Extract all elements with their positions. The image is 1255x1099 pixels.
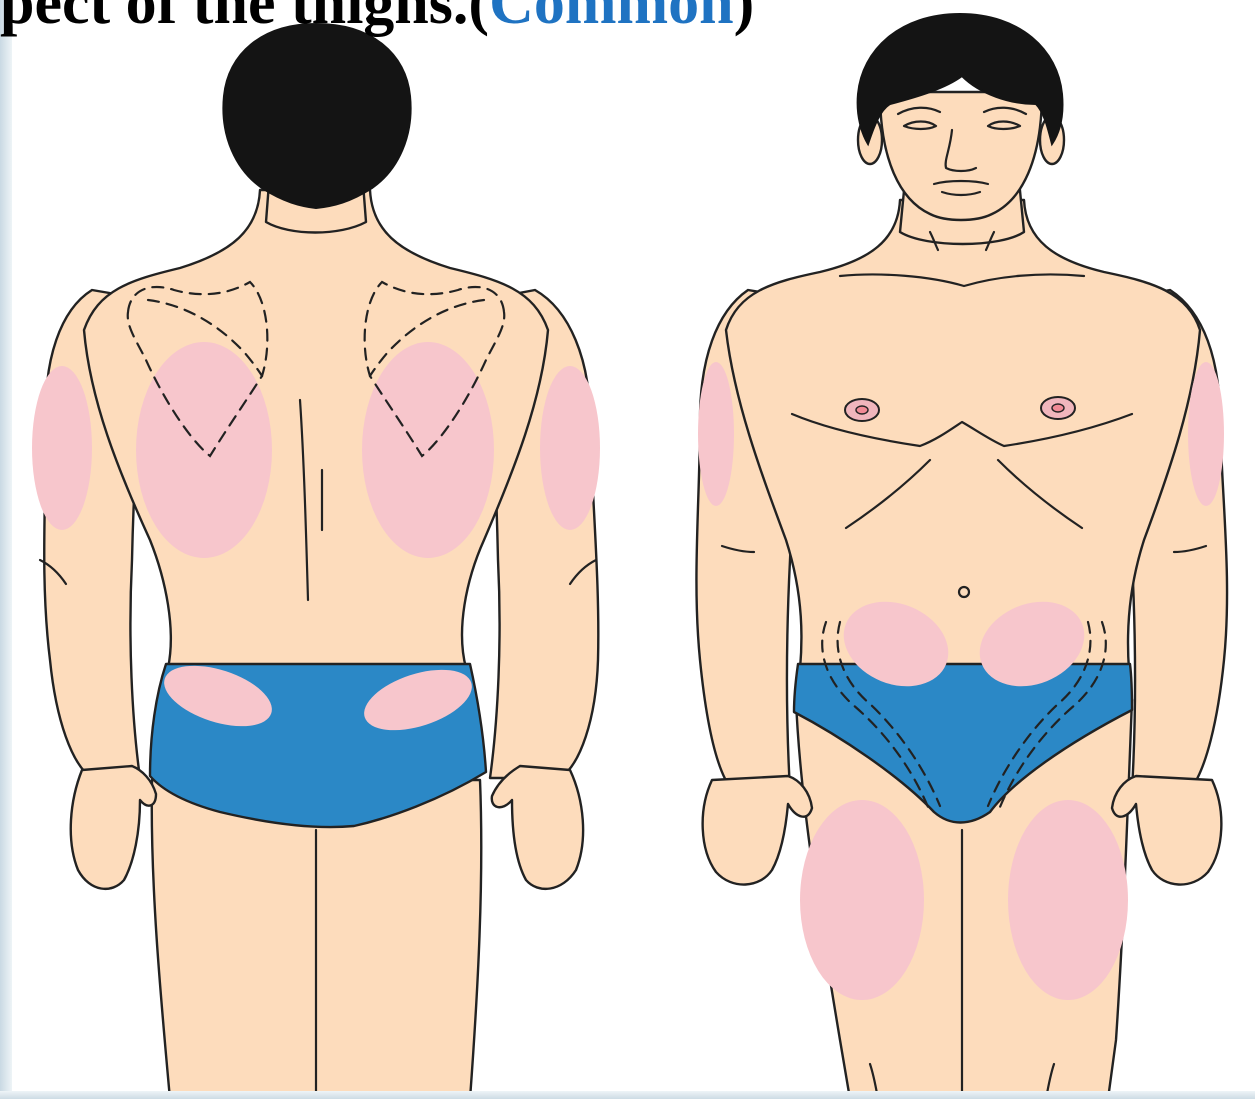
slide-bottom-border [0, 1091, 1255, 1099]
front-right-nipple-center [1052, 404, 1064, 412]
front-left-hand [703, 776, 812, 885]
back-right-hand [492, 766, 583, 889]
caption-suffix: ) [734, 0, 755, 37]
front-view-figure [696, 14, 1227, 1099]
back-view-figure [32, 24, 600, 1099]
front-upper-arm-zone-left [698, 362, 734, 506]
front-upper-arm-zone-right [1188, 362, 1224, 506]
front-torso [726, 200, 1200, 700]
slide-caption: pect of the thighs.(Common) [0, 0, 754, 34]
front-left-nipple-center [856, 406, 868, 414]
caption-highlight: Common [489, 0, 734, 37]
back-upper-arm-zone-left [32, 366, 92, 530]
back-upper-arm-zone-right [540, 366, 600, 530]
front-thigh-zone-left [800, 800, 924, 1000]
front-thigh-zone-right [1008, 800, 1128, 1000]
back-hair [223, 24, 410, 208]
back-scapular-zone-right [362, 342, 494, 558]
back-scapular-zone-left [136, 342, 272, 558]
front-right-hand [1112, 776, 1221, 885]
caption-prefix: pect of the thighs.( [0, 0, 489, 37]
back-left-hand [71, 766, 156, 889]
